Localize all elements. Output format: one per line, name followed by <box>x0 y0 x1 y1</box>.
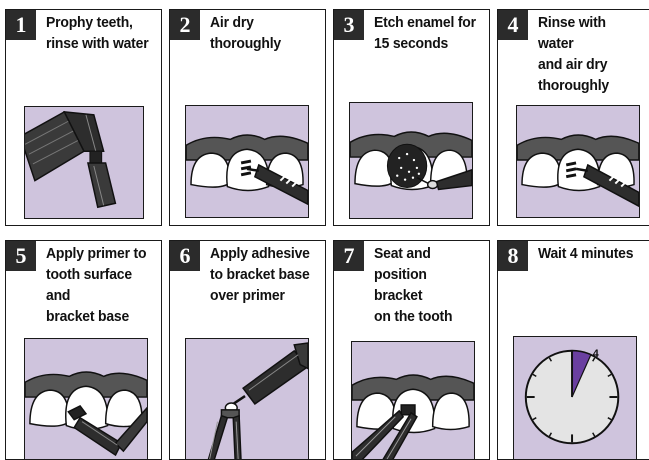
step-panel-5: 5 Apply primer to tooth surface and brac… <box>5 240 162 460</box>
step-panel-2: 2 Air dry thoroughly <box>169 9 326 226</box>
step-caption: Etch enamel for 15 seconds <box>374 12 478 54</box>
adhesive-illustration <box>185 338 309 460</box>
step-panel-1: 1 Prophy teeth, rinse with water <box>5 9 162 226</box>
etch-brush-icon <box>350 103 472 218</box>
step-panel-6: 6 Apply adhesive to bracket base over pr… <box>169 240 326 460</box>
etch-illustration <box>349 102 473 219</box>
adhesive-syringe-icon <box>186 339 308 460</box>
step-panel-7: 7 Seat and position bracket on the tooth <box>333 240 490 460</box>
step-number: 3 <box>334 10 364 40</box>
step-caption: Apply primer to tooth surface and bracke… <box>46 243 150 327</box>
step-panel-8: 8 Wait 4 minutes 4 <box>497 240 649 460</box>
timer-clock-icon: 4 <box>514 337 636 459</box>
prophy-illustration <box>24 106 144 219</box>
bracket-tweezers-icon <box>352 342 474 460</box>
step-number: 2 <box>170 10 200 40</box>
step-number: 8 <box>498 241 528 271</box>
step-caption: Prophy teeth, rinse with water <box>46 12 150 54</box>
step-number: 5 <box>6 241 36 271</box>
step-number: 6 <box>170 241 200 271</box>
air-dry-illustration <box>185 105 309 218</box>
primer-illustration <box>24 338 148 460</box>
water-air-syringe-icon <box>517 106 639 217</box>
rinse-illustration <box>516 105 640 218</box>
step-caption: Apply adhesive to bracket base over prim… <box>210 243 314 306</box>
step-caption: Seat and position bracket on the tooth <box>374 243 478 327</box>
step-caption: Rinse with water and air dry thoroughly <box>538 12 641 96</box>
minute-mark-label: 4 <box>593 348 599 360</box>
air-syringe-icon <box>186 106 308 217</box>
step-number: 4 <box>498 10 528 40</box>
primer-applicator-icon <box>25 339 147 460</box>
step-caption: Air dry thoroughly <box>210 12 314 54</box>
timer-illustration: 4 <box>513 336 637 460</box>
step-caption: Wait 4 minutes <box>538 243 641 264</box>
prophy-handpiece-icon <box>25 107 143 218</box>
step-number: 1 <box>6 10 36 40</box>
step-panel-3: 3 Etch enamel for 15 seconds <box>333 9 490 226</box>
step-number: 7 <box>334 241 364 271</box>
step-panel-4: 4 Rinse with water and air dry thoroughl… <box>497 9 649 226</box>
bracket-illustration <box>351 341 475 460</box>
